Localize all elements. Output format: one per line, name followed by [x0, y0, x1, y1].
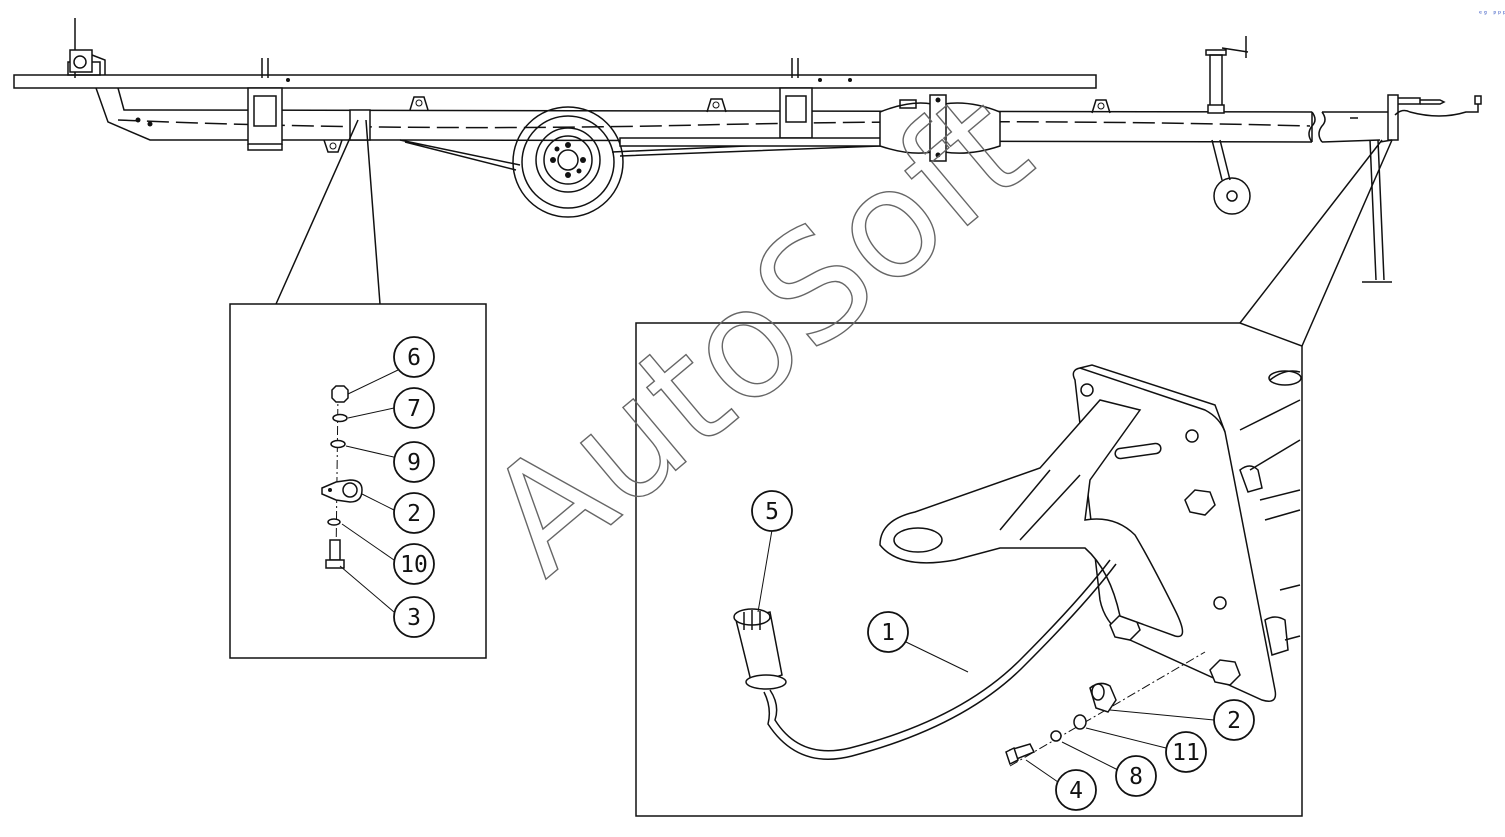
callout-10: 10: [393, 543, 435, 585]
bolt: [329, 539, 341, 561]
callout-6: 6: [393, 336, 435, 378]
callout-label-7: 7: [407, 396, 421, 422]
callout-11: 11: [1165, 731, 1207, 773]
callout-label-11: 11: [1172, 740, 1200, 766]
right-detail-frame: [635, 322, 1303, 817]
callout-label-6: 6: [407, 345, 421, 371]
corner-mark: ᵉᶢ ᵖᵖᵖ: [1478, 9, 1505, 18]
drawbar-eye: [879, 399, 1184, 638]
callout-label-8: 8: [1129, 764, 1143, 790]
rear-end-arm: [95, 87, 160, 141]
callout-5: 5: [751, 490, 793, 532]
callout-7: 7: [393, 387, 435, 429]
left-callouts: 6 7 9 2 10 3: [393, 336, 435, 638]
front-jack: [1205, 36, 1251, 215]
left-detail-parts: [321, 369, 399, 613]
leader-right-detail: [1239, 139, 1393, 347]
hydraulic-cylinder: [619, 137, 886, 147]
connector-plug: [733, 608, 787, 690]
front-drawbar: [1321, 111, 1390, 143]
nut: [331, 385, 349, 403]
plate-bolt: [1209, 659, 1241, 686]
callout-label-2: 2: [1227, 708, 1241, 734]
trailer-side-view: [13, 18, 1482, 283]
road-wheel: [512, 106, 624, 218]
right-callouts: 5 1 2 11 8 4: [751, 490, 1255, 811]
washer-10: [327, 518, 341, 526]
hitch-and-stand: [1362, 94, 1482, 283]
drawbar-break: [1308, 111, 1326, 143]
callout-label-5: 5: [765, 499, 779, 525]
callout-2: 2: [1213, 699, 1255, 741]
leader-left-detail: [275, 119, 381, 305]
right-detail-parts: [733, 364, 1302, 783]
lock-washer-8: [1050, 730, 1062, 742]
lock-washer: [332, 413, 348, 423]
axle-strut: [399, 139, 881, 171]
platform-clamp-1: [247, 58, 290, 151]
platform-clamp-2: [779, 58, 852, 139]
callout-label-4: 4: [1069, 778, 1083, 804]
lug: [409, 96, 429, 111]
lug: [323, 139, 343, 153]
drawbar-centerline: [117, 119, 1311, 129]
callout-9: 9: [393, 441, 435, 483]
washer-11: [1073, 714, 1087, 730]
plate-bolt: [1184, 489, 1216, 516]
harness-cable: [769, 559, 1111, 752]
callout-3: 3: [393, 596, 435, 638]
lug: [706, 98, 727, 113]
callout-label-10: 10: [400, 552, 428, 578]
callout-1: 1: [867, 611, 909, 653]
callout-label-9: 9: [407, 450, 421, 476]
platform-beam: [13, 74, 1097, 89]
rear-winch: [67, 18, 106, 78]
lug: [1091, 99, 1111, 114]
callout-label-3: 3: [407, 605, 421, 631]
callout-4: 4: [1055, 769, 1097, 811]
callout-label-2: 2: [407, 501, 421, 527]
callout-2: 2: [393, 492, 435, 534]
flat-washer: [330, 439, 346, 449]
harness-clip-location: [349, 109, 371, 141]
harness-clip: [321, 479, 363, 503]
callout-8: 8: [1115, 755, 1157, 797]
callout-label-1: 1: [881, 620, 895, 646]
coupling-flange: [879, 94, 1001, 162]
left-detail-frame: [229, 303, 487, 659]
